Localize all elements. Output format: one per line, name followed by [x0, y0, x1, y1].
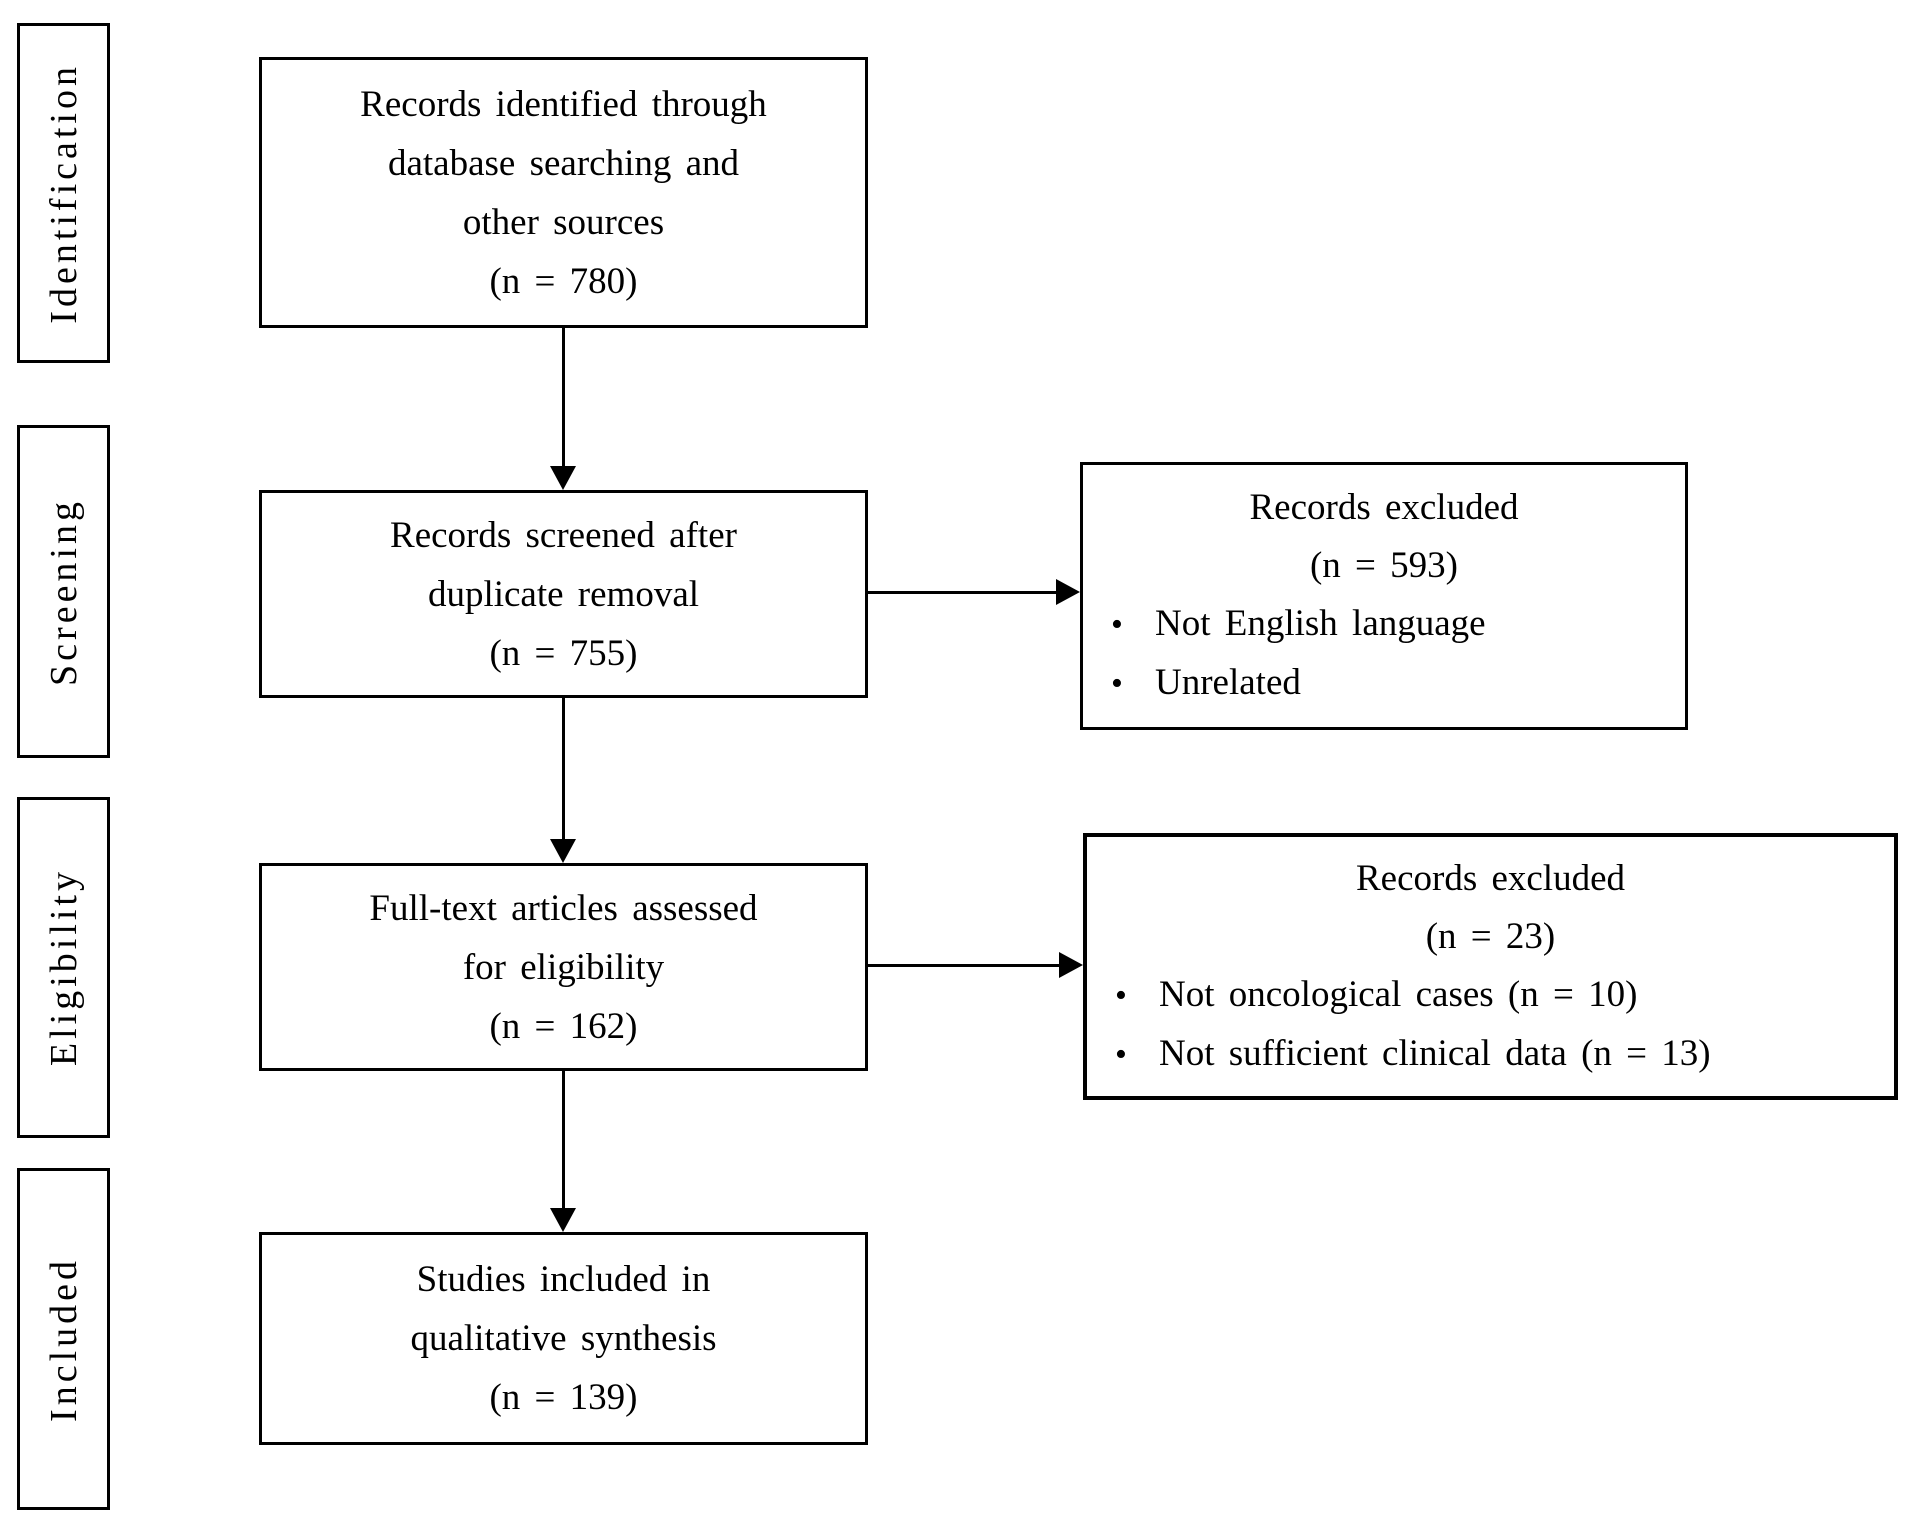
exclusion-reason-text: Not oncological cases (n = 10): [1159, 973, 1638, 1015]
exclusion-reason-text: Not sufficient clinical data (n = 13): [1159, 1032, 1711, 1074]
connector-fulltext-to-excluded: [868, 964, 1061, 967]
stage-box-screening: Screening: [17, 425, 110, 758]
flow-box-line: Full-text articles assessed: [369, 887, 758, 929]
arrowhead-down-icon: [550, 839, 576, 863]
arrowhead-down-icon: [550, 1208, 576, 1232]
connector-identified-to-screened: [562, 328, 565, 468]
stage-box-included: Included: [17, 1168, 110, 1510]
exclusion-box-screening: Records excluded (n = 593) Not English l…: [1080, 462, 1688, 730]
exclusion-reason: Unrelated: [1083, 654, 1685, 713]
bullet-icon: [1087, 1025, 1159, 1084]
stage-label-identification: Identification: [42, 62, 85, 324]
stage-box-eligibility: Eligibility: [17, 797, 110, 1138]
flow-box-line: database searching and: [387, 142, 740, 184]
flow-box-count: (n = 755): [489, 632, 638, 674]
exclusion-count: (n = 593): [1309, 545, 1458, 586]
bullet-icon: [1087, 966, 1159, 1025]
stage-label-screening: Screening: [42, 497, 85, 686]
exclusion-box-eligibility: Records excluded (n = 23) Not oncologica…: [1083, 833, 1898, 1100]
exclusion-reason: Not sufficient clinical data (n = 13): [1087, 1025, 1894, 1084]
stage-label-eligibility: Eligibility: [42, 868, 85, 1067]
flow-box-count: (n = 780): [489, 260, 638, 302]
flow-box-line: duplicate removal: [427, 573, 700, 615]
flow-box-records-screened: Records screened after duplicate removal…: [259, 490, 868, 698]
flow-box-line: qualitative synthesis: [410, 1318, 717, 1359]
flow-box-line: for eligibility: [462, 946, 665, 988]
arrowhead-right-icon: [1056, 579, 1080, 605]
flow-box-line: Records screened after: [390, 514, 737, 556]
exclusion-reason-text: Not English language: [1155, 603, 1486, 644]
flow-box-fulltext-assessed: Full-text articles assessed for eligibil…: [259, 863, 868, 1071]
flow-box-line: other sources: [462, 201, 665, 243]
stage-box-identification: Identification: [17, 23, 110, 363]
exclusion-count: (n = 23): [1425, 915, 1556, 957]
flow-box-records-identified: Records identified through database sear…: [259, 57, 868, 328]
flow-box-count: (n = 139): [489, 1377, 638, 1418]
flow-box-line: Studies included in: [416, 1259, 711, 1300]
bullet-icon: [1083, 595, 1155, 654]
arrowhead-down-icon: [550, 466, 576, 490]
exclusion-reason-text: Unrelated: [1155, 662, 1301, 703]
exclusion-reason: Not English language: [1083, 595, 1685, 654]
connector-screened-to-fulltext: [562, 698, 565, 841]
exclusion-title: Records excluded: [1249, 487, 1519, 528]
stage-label-included: Included: [42, 1256, 85, 1422]
bullet-icon: [1083, 654, 1155, 713]
flow-box-line: Records identified through: [360, 83, 767, 125]
connector-fulltext-to-included: [562, 1071, 565, 1210]
arrowhead-right-icon: [1059, 952, 1083, 978]
exclusion-reason: Not oncological cases (n = 10): [1087, 966, 1894, 1025]
exclusion-title: Records excluded: [1355, 857, 1626, 899]
flow-box-count: (n = 162): [489, 1005, 638, 1047]
connector-screened-to-excluded: [868, 591, 1058, 594]
flow-box-studies-included: Studies included in qualitative synthesi…: [259, 1232, 868, 1445]
